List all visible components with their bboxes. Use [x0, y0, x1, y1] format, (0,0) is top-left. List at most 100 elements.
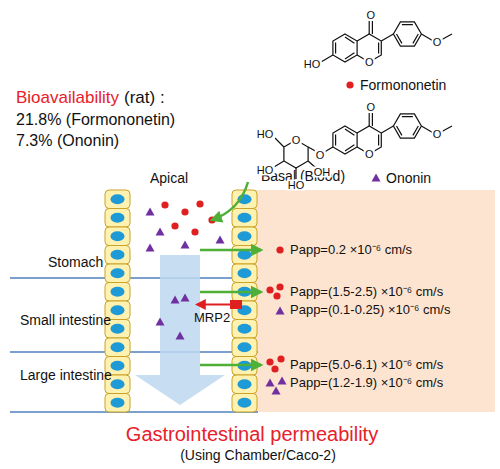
- epithelial-cell: [232, 246, 257, 265]
- flow-arrow: [135, 255, 225, 405]
- segment-divider: [10, 351, 258, 353]
- molecule-symbol: [216, 236, 225, 244]
- ononin-structure: [397, 117, 419, 136]
- ononin-structure: [381, 126, 393, 133]
- epithelial-cell: [111, 287, 125, 297]
- ononin-structure: [378, 135, 379, 146]
- molecule-symbol: [181, 208, 188, 215]
- epithelial-cell: [105, 246, 130, 265]
- molecule-symbol: [181, 241, 190, 249]
- epithelial-cell: [232, 227, 257, 246]
- ononin-structure: [333, 126, 357, 154]
- epithelial-cell: [232, 209, 257, 228]
- permeability-value: Papp=(5.0-6.1) ×10⁻⁶ cm/s: [290, 356, 443, 374]
- molecule-symbol: [266, 379, 275, 387]
- molecule-symbol: [266, 358, 273, 365]
- epithelial-cell: [111, 398, 125, 408]
- epithelial-cell: [105, 209, 130, 228]
- permeability-group: Papp=(5.0-6.1) ×10⁻⁶ cm/sPapp=(1.2-1.9) …: [262, 356, 445, 392]
- epithelial-cell: [238, 231, 252, 241]
- epithelial-cell: [111, 213, 125, 223]
- atom-label: O: [366, 102, 377, 113]
- side-label: Apical: [150, 170, 188, 186]
- epithelial-cell: [105, 338, 130, 357]
- atom-label: O: [291, 135, 302, 146]
- molecule-symbol: [156, 318, 165, 326]
- formononetin-structure: [393, 22, 421, 46]
- permeation-arrow: [200, 249, 261, 252]
- permeation-arrow: [200, 291, 261, 294]
- epithelial-cell: [111, 268, 125, 278]
- permeability-group: Papp=(1.5-2.5) ×10⁻⁶ cm/sPapp=(0.1-0.25)…: [262, 283, 452, 319]
- epithelial-cell: [105, 394, 130, 413]
- atom-label: OH: [313, 167, 332, 178]
- segment-label: Small intestine: [20, 312, 111, 329]
- atom-label: O: [315, 150, 326, 161]
- molecule-symbol: [271, 365, 278, 372]
- heading-text: Bioavailability: [16, 88, 119, 108]
- permeation-arrow: [200, 364, 261, 367]
- formononetin-structure: [378, 43, 379, 54]
- molecule-symbol: [191, 228, 198, 235]
- molecule-symbol: [276, 283, 283, 290]
- epithelial-cell: [238, 398, 252, 408]
- formononetin-structure: [321, 21, 452, 62]
- epithelial-cell: [238, 342, 252, 352]
- atom-label: HO: [303, 59, 322, 70]
- permeability-value: Papp=0.2 ×10⁻⁶ cm/s: [290, 241, 412, 259]
- molecule-symbol: [346, 81, 353, 88]
- compound-name: Ononin: [386, 170, 431, 186]
- formononetin-structure: [369, 21, 372, 34]
- epithelial-cell: [111, 379, 125, 389]
- molecule-symbol: [171, 296, 180, 304]
- molecule-symbol: [171, 222, 178, 229]
- epithelial-cell: [111, 324, 125, 334]
- epithelial-cell: [238, 324, 252, 334]
- epithelial-cell: [105, 190, 130, 209]
- molecule-symbol: [176, 332, 185, 340]
- epithelial-cell: [232, 394, 257, 413]
- formononetin-structure: [336, 37, 355, 59]
- epithelial-cell: [111, 361, 125, 371]
- molecule-symbol: [156, 228, 165, 236]
- segment-band: Stomach: [10, 195, 200, 278]
- molecule-symbol: [146, 81, 381, 394]
- epithelial-cell: [238, 379, 252, 389]
- epithelial-cell: [105, 264, 130, 283]
- formononetin-structure: [397, 25, 419, 44]
- caption-note: (Using Chamber/Caco-2): [180, 447, 336, 463]
- transporter-label: MRP2: [194, 311, 230, 326]
- atom-label: O: [432, 129, 443, 140]
- atom-label: O: [366, 10, 377, 21]
- compound-name: Formononetin: [360, 77, 446, 93]
- atom-label: HO: [287, 180, 306, 191]
- molecule-symbol: [181, 294, 190, 302]
- molecule-symbol: [161, 201, 168, 208]
- molecule-symbol: [276, 246, 283, 253]
- molecule-symbol: [146, 208, 155, 216]
- permeability-value: Papp=(1.2-1.9) ×10⁻⁶ cm/s: [290, 374, 443, 392]
- epithelial-cell: [232, 320, 257, 339]
- molecule-symbol: [266, 286, 273, 293]
- atom-label: O: [364, 57, 375, 68]
- molecule-symbol: [272, 387, 281, 395]
- transporter-symbol: [230, 300, 242, 309]
- epithelial-cell: [111, 305, 125, 315]
- epithelial-cell: [105, 190, 257, 412]
- segment-band: Large intestine: [10, 352, 200, 412]
- segment-divider: [10, 278, 258, 412]
- efflux-arrow: [197, 303, 230, 305]
- bioavailability-value: 21.8% (Formononetin): [16, 111, 175, 129]
- formononetin-structure: [321, 55, 333, 62]
- permeability-group: Papp=0.2 ×10⁻⁶ cm/s: [262, 241, 414, 259]
- ononin-structure: [393, 114, 421, 138]
- molecule-symbol: [278, 377, 287, 385]
- molecule-symbol: [273, 292, 280, 299]
- formononetin-structure: [381, 34, 393, 41]
- ononin-structure: [369, 113, 372, 126]
- basal-ground: [255, 190, 495, 412]
- segment-band: Small intestine: [10, 278, 200, 352]
- epithelial-cell: [238, 268, 252, 278]
- ononin-structure: [321, 113, 452, 154]
